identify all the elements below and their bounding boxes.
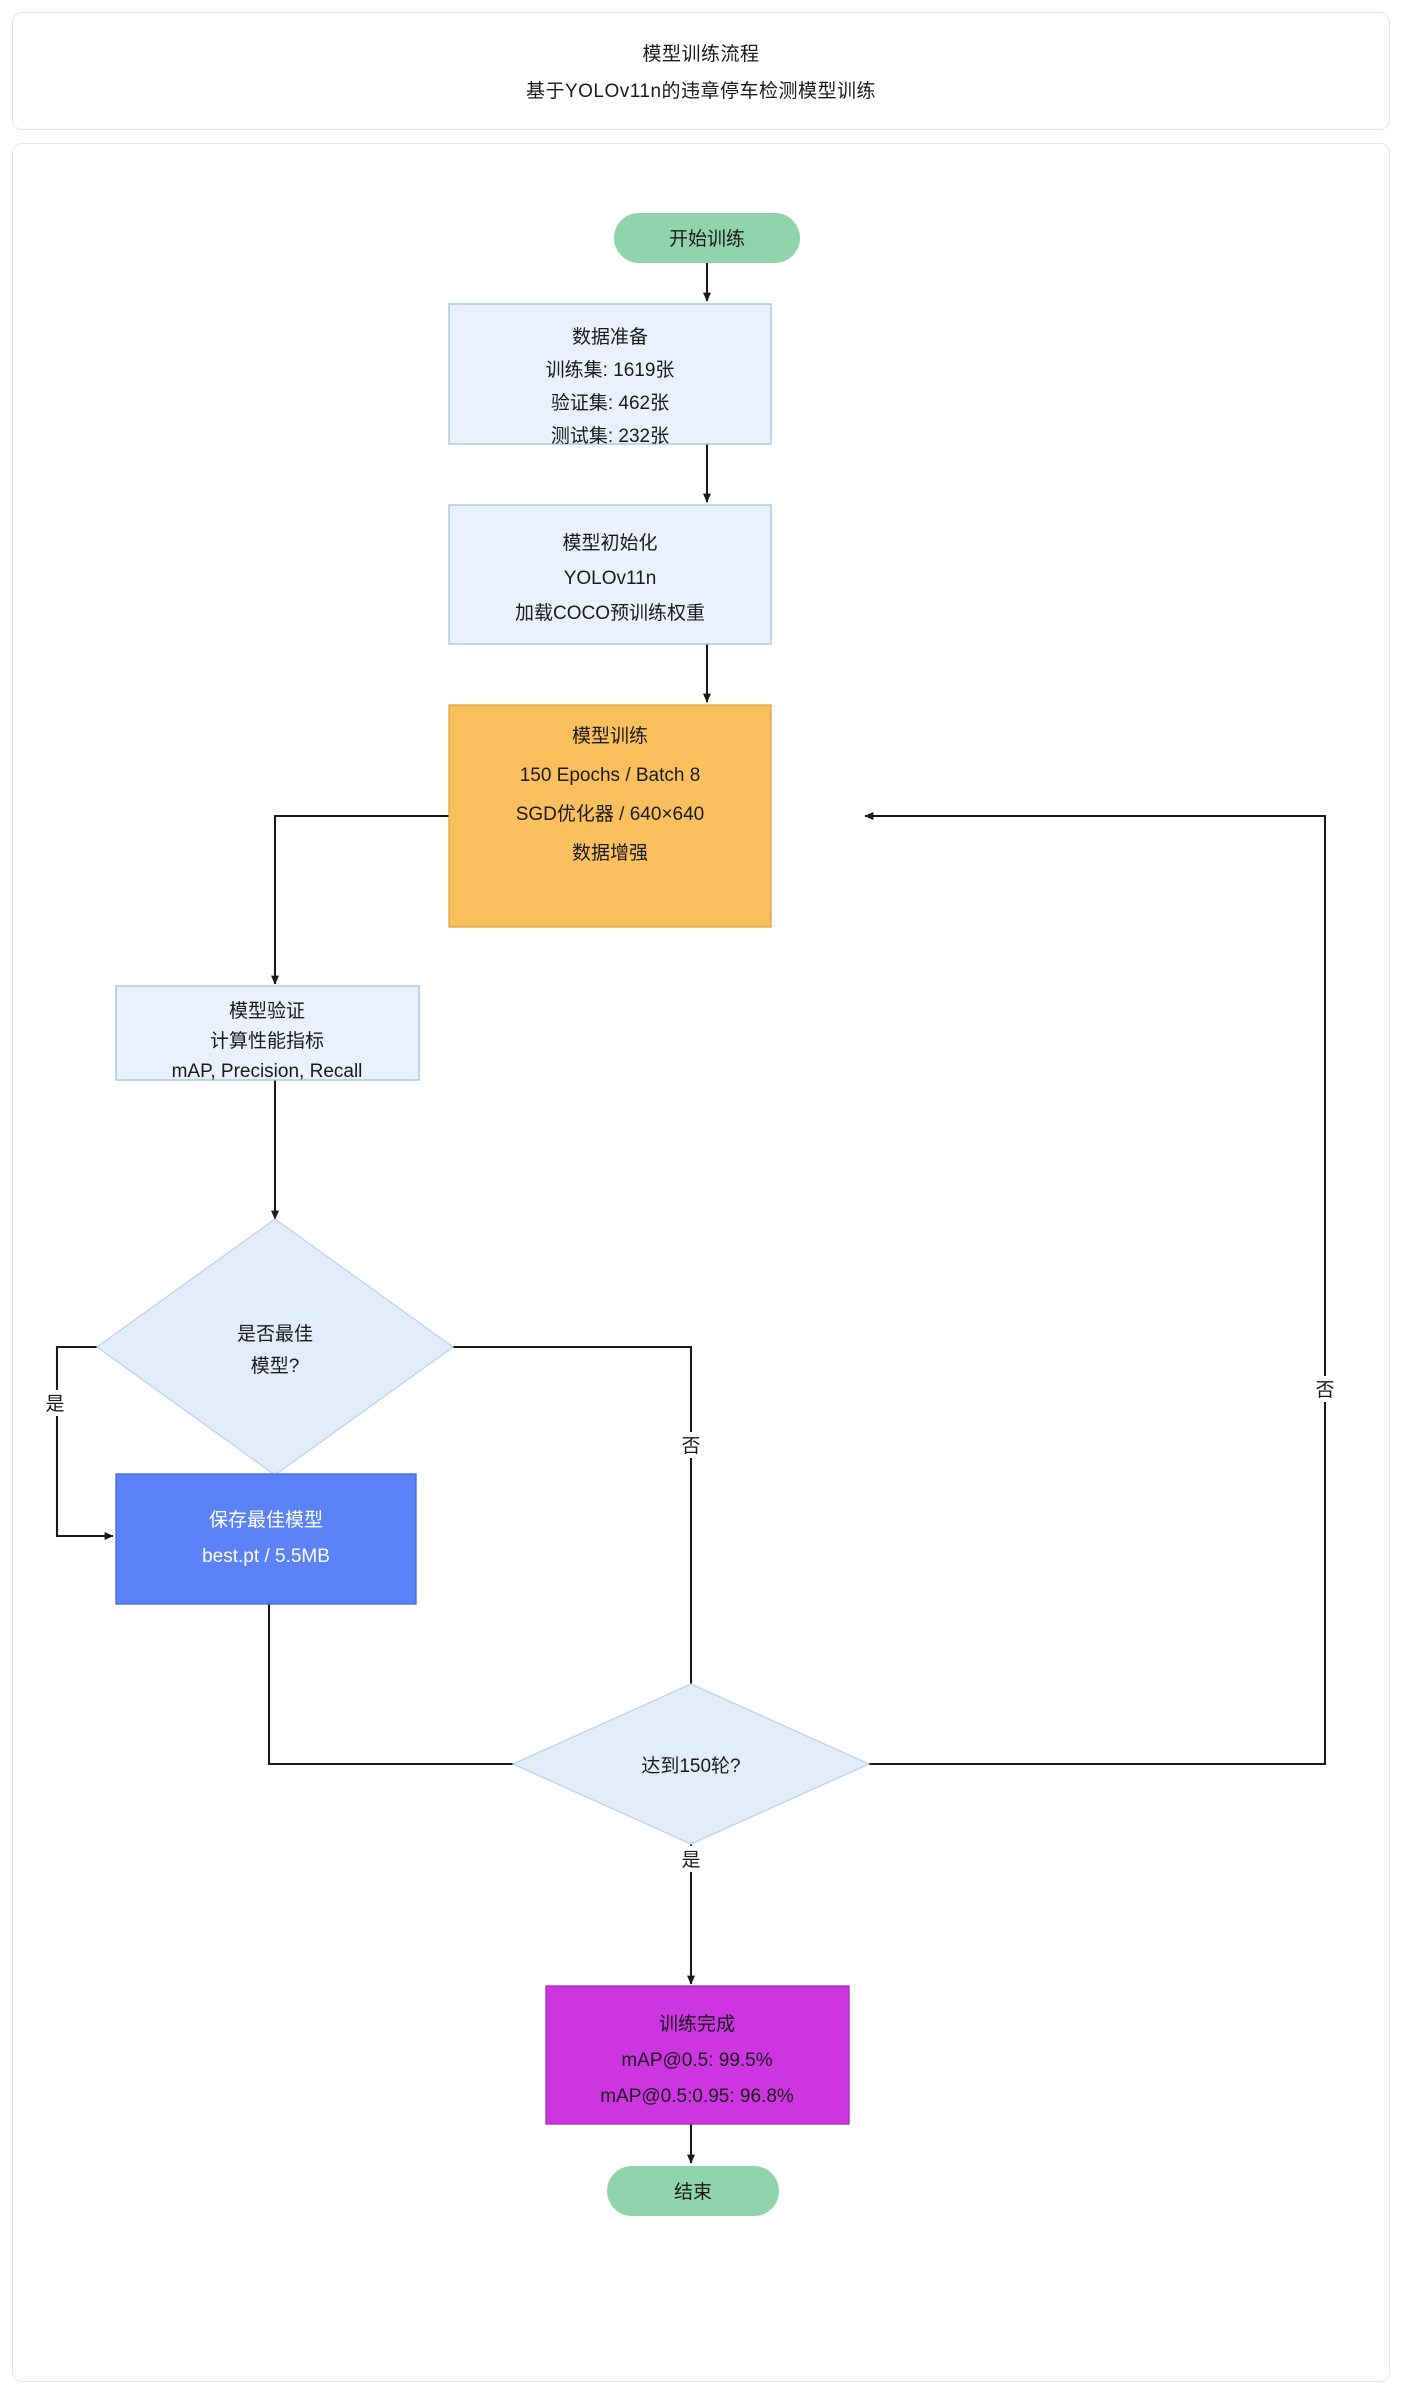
edge-save-to-epochs (267, 1604, 594, 1768)
flowchart-canvas: 是 否 是 否 开始训练 数据准备 训练集: 1619张 验证集: 462张 (37, 213, 1343, 2216)
node-training-complete-shape[interactable] (545, 1985, 850, 2125)
node-model-training-line-1: 模型训练 (572, 725, 648, 747)
node-decision-epochs-reached[interactable]: 达到150轮? (511, 1683, 871, 1845)
node-data-preparation-line-2: 训练集: 1619张 (546, 359, 675, 381)
node-training-complete-line-2: mAP@0.5: 99.5% (621, 2050, 772, 2071)
node-model-training[interactable]: 模型训练 150 Epochs / Batch 8 SGD优化器 / 640×6… (448, 704, 772, 928)
node-model-initialization[interactable]: 模型初始化 YOLOv11n 加载COCO预训练权重 (448, 504, 772, 645)
node-data-preparation-line-1: 数据准备 (572, 326, 648, 348)
node-decision-epochs-reached-label: 达到150轮? (641, 1755, 740, 1777)
edge-label-epochs-no: 否 (1315, 1380, 1334, 1401)
node-data-preparation[interactable]: 数据准备 训练集: 1619张 验证集: 462张 测试集: 232张 (448, 303, 772, 447)
node-save-best-model[interactable]: 保存最佳模型 best.pt / 5.5MB (115, 1473, 417, 1605)
node-end-shape[interactable] (607, 2166, 779, 2216)
node-model-training-line-3: SGD优化器 / 640×640 (516, 803, 705, 825)
node-save-best-model-line-2: best.pt / 5.5MB (202, 1546, 330, 1567)
node-decision-is-best-model-shape[interactable] (95, 1218, 455, 1476)
node-model-initialization-line-3: 加载COCO预训练权重 (515, 602, 705, 624)
node-end-label: 结束 (674, 2181, 712, 2203)
node-start[interactable]: 开始训练 (614, 213, 800, 263)
node-model-validation-line-3: mAP, Precision, Recall (172, 1061, 363, 1082)
node-data-preparation-shape[interactable] (448, 303, 772, 445)
flowchart-card: 是 否 是 否 开始训练 数据准备 训练集: 1619张 验证集: 462张 (12, 143, 1390, 2382)
page-title: 模型训练流程 (642, 44, 760, 65)
edge-label-isbest-yes: 是 (45, 1394, 64, 1415)
node-model-validation-shape[interactable] (115, 985, 420, 1081)
edge-label-isbest-no-bg (673, 1432, 709, 1458)
edge-label-epochs-no-bg (1307, 1376, 1343, 1402)
page-subtitle: 基于YOLOv11n的违章停车检测模型训练 (525, 81, 877, 102)
node-model-validation-line-2: 计算性能指标 (210, 1030, 324, 1052)
edge-label-epochs-yes-bg (673, 1846, 709, 1872)
node-model-initialization-line-1: 模型初始化 (562, 532, 657, 554)
edge-isbest-yes-to-save (55, 1345, 114, 1540)
node-end[interactable]: 结束 (607, 2166, 779, 2216)
node-decision-is-best-model-line-2: 模型? (251, 1355, 300, 1377)
edge-isbest-no-to-epochs (453, 1345, 695, 1728)
node-model-initialization-line-2: YOLOv11n (564, 568, 657, 589)
edge-label-isbest-yes-bg (37, 1390, 73, 1416)
node-model-initialization-shape[interactable] (448, 504, 772, 645)
node-training-complete-line-1: 训练完成 (659, 2013, 735, 2035)
header-content: 模型训练流程 基于YOLOv11n的违章停车检测模型训练 (13, 13, 1389, 129)
node-decision-is-best-model[interactable]: 是否最佳 模型? (95, 1218, 455, 1476)
node-model-validation[interactable]: 模型验证 计算性能指标 mAP, Precision, Recall (115, 985, 420, 1082)
node-model-training-line-4: 数据增强 (572, 842, 648, 864)
node-save-best-model-shape[interactable] (115, 1473, 417, 1605)
edge-label-epochs-yes: 是 (681, 1850, 700, 1871)
header-card: 模型训练流程 基于YOLOv11n的违章停车检测模型训练 (12, 12, 1390, 130)
edge-epochs-no-to-train (789, 812, 1327, 1766)
node-model-training-shape[interactable] (448, 704, 772, 928)
node-start-label: 开始训练 (669, 228, 745, 250)
node-training-complete-line-3: mAP@0.5:0.95: 96.8% (600, 2086, 794, 2107)
node-decision-is-best-model-line-1: 是否最佳 (237, 1323, 313, 1345)
node-save-best-model-line-1: 保存最佳模型 (209, 1509, 323, 1531)
node-training-complete[interactable]: 训练完成 mAP@0.5: 99.5% mAP@0.5:0.95: 96.8% (545, 1985, 850, 2125)
edge-labels-layer: 是 否 是 否 (37, 1376, 1343, 1872)
node-data-preparation-line-3: 验证集: 462张 (551, 392, 669, 414)
edge-label-isbest-no: 否 (681, 1436, 700, 1457)
node-model-validation-line-1: 模型验证 (229, 1000, 305, 1022)
node-start-shape[interactable] (614, 213, 800, 263)
node-decision-epochs-reached-shape[interactable] (511, 1683, 871, 1845)
node-data-preparation-line-4: 测试集: 232张 (551, 425, 669, 447)
node-model-training-line-2: 150 Epochs / Batch 8 (520, 765, 701, 786)
